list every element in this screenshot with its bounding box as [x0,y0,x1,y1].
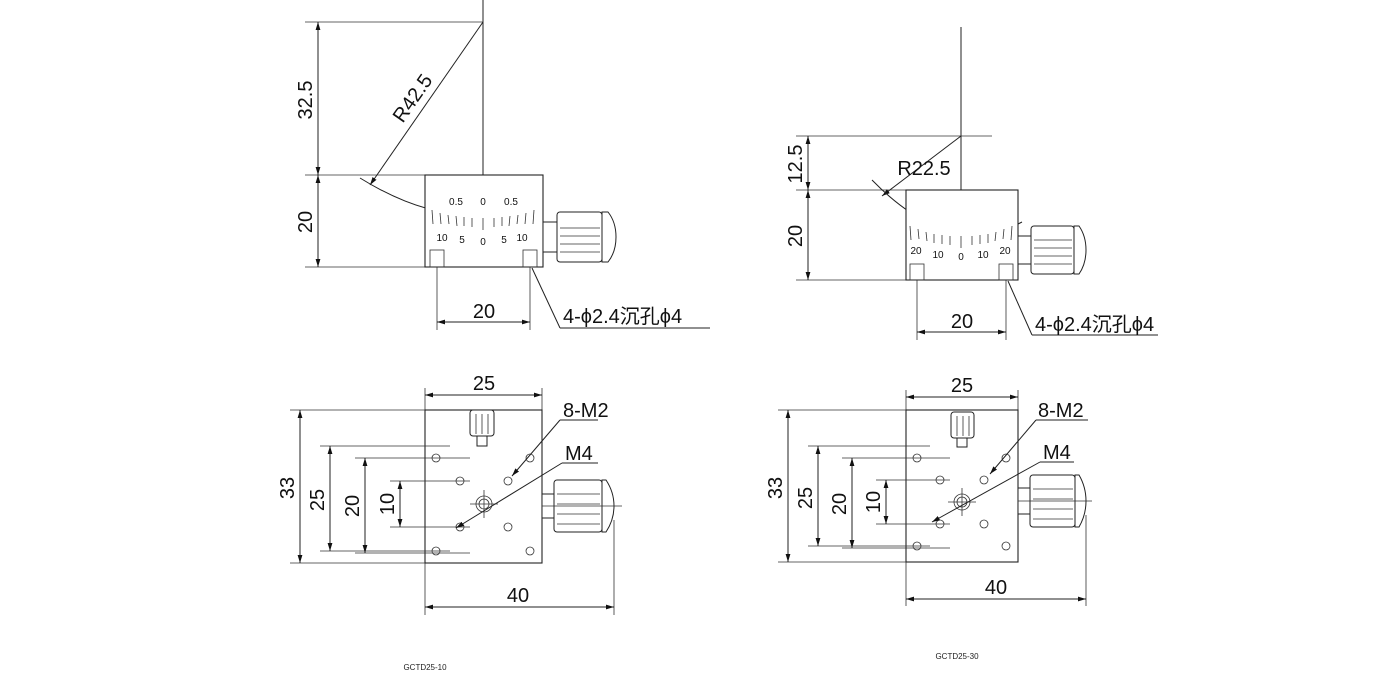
right-side-knob-icon [1017,474,1092,528]
right-scale-lower-0: 20 [910,246,922,257]
right-scale-ticks [909,225,1013,248]
left-hole-note: 4-ϕ2.4沉孔ϕ4 [563,305,682,328]
left-h20-label: 20 [342,495,364,517]
left-front-view: 32.5 20 R42.5 0.5 0 0.5 10 5 0 [295,0,710,330]
left-scale-upper-1: 0 [480,197,486,208]
right-hole-spacing-label: 20 [951,311,973,333]
right-micrometer-knob-icon [1017,225,1087,275]
left-scale-lower-2: 0 [480,237,486,248]
right-h33-label: 33 [765,477,787,499]
right-model-caption: GCTD25-30 [935,652,979,661]
left-h33-label: 33 [277,477,299,499]
right-scale-lower-3: 10 [977,250,989,261]
right-mounting-holes [912,453,1011,551]
left-h10-label: 10 [377,493,399,515]
right-thread-note: 8-M2 [1038,400,1084,422]
left-scale-ticks [431,209,535,230]
left-width-bottom-label: 40 [507,585,529,607]
right-front-view: 12.5 20 R22.5 20 10 0 10 20 [785,27,1158,340]
left-scale-upper-0: 0.5 [449,197,463,208]
right-h25-label: 25 [795,487,817,509]
left-height-top-label: 32.5 [295,81,317,120]
left-thread-note: 8-M2 [563,400,609,422]
right-top-view: 25 33 25 20 10 [765,375,1092,606]
right-height-top-label: 12.5 [785,145,807,184]
left-scale-lower-1: 5 [459,235,465,246]
left-top-view: 25 33 25 20 1 [277,373,622,615]
left-scale-upper-2: 0.5 [504,197,518,208]
left-width-top-label: 25 [473,373,495,395]
left-scale-lower-0: 10 [436,233,448,244]
left-hole-spacing-label: 20 [473,301,495,323]
right-h20-label: 20 [829,493,851,515]
right-hole-note: 4-ϕ2.4沉孔ϕ4 [1035,313,1154,336]
right-width-top-label: 25 [951,375,973,397]
right-scale-lower-4: 20 [999,246,1011,257]
right-width-bottom-label: 40 [985,577,1007,599]
left-side-knob-icon [541,479,622,533]
left-mounting-holes [431,453,535,556]
right-radius-label: R22.5 [897,158,950,180]
left-height-body-label: 20 [295,211,317,233]
left-scale-lower-4: 10 [516,233,528,244]
left-micrometer-knob-icon [542,211,617,263]
right-center-note: M4 [1043,442,1071,464]
right-scale-lower-1: 10 [932,250,944,261]
left-center-note: M4 [565,443,593,465]
left-h25-label: 25 [307,489,329,511]
right-scale-lower-2: 0 [958,252,964,263]
right-height-body-label: 20 [785,225,807,247]
left-scale-lower-3: 5 [501,235,507,246]
left-model-caption: GCTD25-10 [403,663,447,672]
right-h10-label: 10 [863,491,885,513]
